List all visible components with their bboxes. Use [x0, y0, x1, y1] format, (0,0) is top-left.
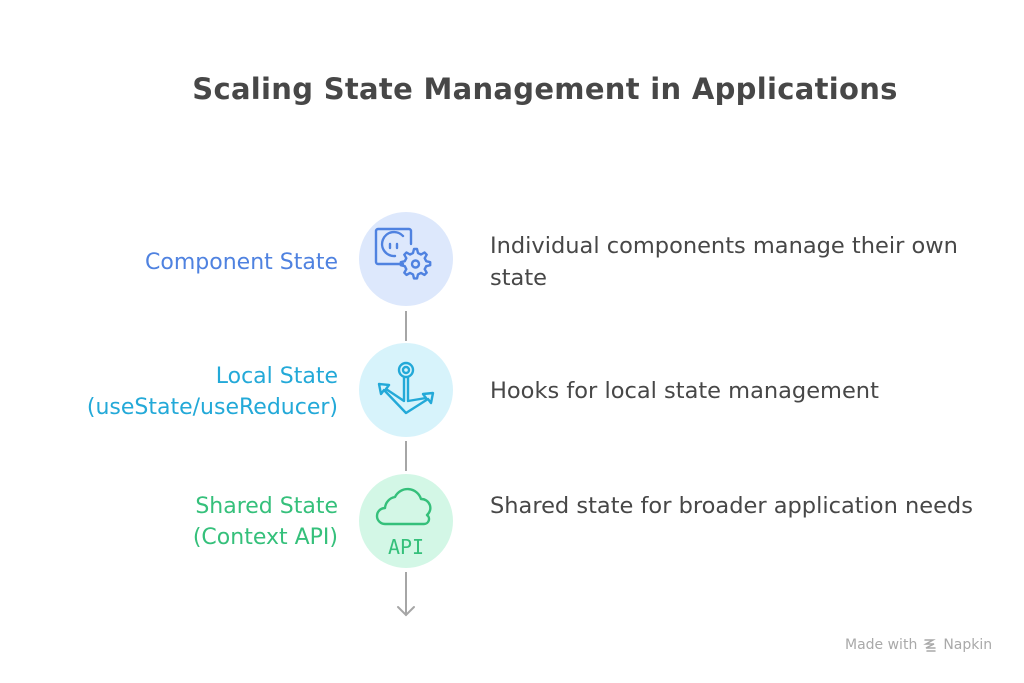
diagram-title: Scaling State Management in Applications [192, 72, 898, 106]
step-circle-shared-state: API [359, 474, 453, 568]
napkin-brand-text: Napkin [943, 637, 993, 653]
step-label-line1: Shared State [195, 494, 338, 519]
component-gear-icon [374, 227, 432, 280]
napkin-logo-icon [923, 639, 937, 652]
napkin-watermark: Made with Napkin [845, 637, 992, 653]
step-label-line2: (useState/useReducer) [86, 395, 338, 420]
anchor-icon [377, 361, 435, 415]
step-label-local-state: Local State (useState/useReducer) [87, 361, 338, 423]
cloud-api-icon: API [375, 487, 432, 559]
step-circle-local-state [359, 343, 453, 437]
step-circle-component-state [359, 212, 453, 306]
connector-line [405, 311, 407, 341]
step-label-shared-state: Shared State (Context API) [193, 491, 338, 553]
step-label-line1: Local State [215, 364, 338, 389]
step-description-local-state: Hooks for local state management [490, 378, 879, 404]
made-with-text: Made with [845, 637, 918, 653]
step-label-component-state: Component State [145, 247, 338, 278]
connector-line [405, 441, 407, 471]
step-description-component-state: Individual components manage their own s… [490, 233, 958, 291]
api-icon-text: API [388, 535, 424, 559]
step-label-line2: (Context API) [192, 525, 338, 550]
down-arrow-icon [397, 572, 415, 617]
step-description-shared-state: Shared state for broader application nee… [490, 493, 973, 519]
step-label-text: Component State [145, 250, 338, 275]
